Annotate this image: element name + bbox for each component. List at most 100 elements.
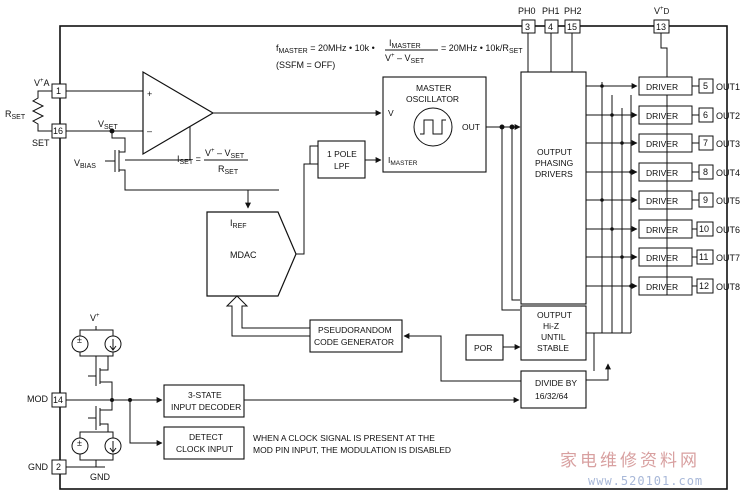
divide-wires: [403, 333, 611, 382]
prng-block: PSEUDORANDOM CODE GENERATOR: [309, 319, 403, 353]
svg-text:PHASING: PHASING: [535, 158, 573, 168]
driver-row-2: DRIVER 6 OUT2: [638, 105, 740, 125]
svg-text:DRIVER: DRIVER: [646, 111, 678, 121]
svg-text:13: 13: [656, 22, 666, 32]
svg-text:2: 2: [56, 462, 61, 472]
svg-text:+: +: [147, 89, 152, 99]
svg-text:11: 11: [699, 252, 708, 262]
driver-row-7: DRIVER 11 OUT7: [638, 247, 740, 267]
svg-text:9: 9: [703, 195, 708, 205]
junction-dots: [600, 84, 633, 288]
svg-text:OUT3: OUT3: [716, 139, 740, 149]
svg-text:OUT4: OUT4: [716, 168, 740, 178]
watermark: 家电维修资料网 www.520101.com: [560, 451, 702, 488]
svg-text:15: 15: [567, 22, 577, 32]
svg-text:CODE GENERATOR: CODE GENERATOR: [314, 337, 394, 347]
driver-row-8: DRIVER 12 OUT8: [638, 276, 740, 296]
svg-text:DRIVER: DRIVER: [646, 82, 678, 92]
lpf-block: 1 POLE LPF: [317, 140, 366, 179]
svg-text:RSET: RSET: [218, 164, 239, 176]
svg-text:PSEUDORANDOM: PSEUDORANDOM: [318, 325, 392, 335]
svg-text:GND: GND: [90, 472, 111, 482]
svg-text:POR: POR: [474, 343, 492, 353]
svg-text:DRIVER: DRIVER: [646, 253, 678, 263]
output-phasing-drivers-block: OUTPUT PHASING DRIVERS: [520, 71, 587, 305]
svg-text:GND: GND: [28, 462, 49, 472]
mdac-block: IREF MDAC: [206, 211, 297, 297]
svg-text:VSET: VSET: [98, 119, 118, 131]
svg-text:OUT: OUT: [462, 122, 480, 132]
svg-text:DRIVER: DRIVER: [646, 282, 678, 292]
fmaster-formula: fMASTER = 20MHz • 10k • IMASTER V+ – VSE…: [276, 38, 523, 70]
svg-text:(SSFM = OFF): (SSFM = OFF): [276, 60, 335, 70]
osc-out-wire: [486, 124, 521, 311]
svg-text:V+D: V+D: [654, 6, 670, 16]
svg-text:12: 12: [699, 281, 709, 291]
driver-rows: DRIVER 5 OUT1 DRIVER 6 OUT2 DRIVER 7 OUT…: [638, 76, 740, 296]
driver-row-5: DRIVER 9 OUT5: [638, 190, 740, 210]
svg-text:OUT6: OUT6: [716, 225, 740, 235]
svg-text:IMASTER: IMASTER: [388, 155, 418, 167]
svg-text:家电维修资料网: 家电维修资料网: [560, 451, 700, 471]
svg-text:V: V: [388, 108, 394, 118]
svg-text:7: 7: [703, 138, 708, 148]
svg-text:LPF: LPF: [334, 161, 350, 171]
svg-text:V+: V+: [90, 313, 100, 323]
chip-outline: [59, 25, 728, 490]
top-pins: PH0 3 PH1 4 PH2 15 V+D 13: [518, 6, 670, 34]
amp-wires: [66, 90, 382, 161]
svg-text:OUT5: OUT5: [716, 196, 740, 206]
detect-block: DETECT CLOCK INPUT: [163, 426, 245, 460]
driver-row-1: DRIVER 5 OUT1: [638, 76, 740, 96]
svg-text:16/32/64: 16/32/64: [535, 391, 568, 401]
svg-text:MOD PIN INPUT, THE MODULATION: MOD PIN INPUT, THE MODULATION IS DISABLE…: [253, 445, 451, 455]
modulation-note: WHEN A CLOCK SIGNAL IS PRESENT AT THE MO…: [253, 433, 451, 455]
svg-text:±: ±: [77, 335, 82, 345]
svg-text:V+A: V+A: [34, 78, 50, 88]
source-symbols: ± ±: [77, 335, 117, 453]
driver-row-6: DRIVER 10 OUT6: [638, 219, 740, 239]
rset-resistor: RSET: [5, 90, 52, 132]
output-hiz-block: OUTPUT Hi-Z UNTIL STABLE: [520, 305, 587, 361]
svg-text:VBIAS: VBIAS: [74, 158, 96, 170]
svg-text:14: 14: [53, 395, 63, 405]
left-pins: V+A 1 SET 16 MOD 14 GND 2: [27, 78, 67, 475]
svg-text:OUT2: OUT2: [716, 111, 740, 121]
svg-text:PH0: PH0: [518, 6, 536, 16]
vbias-transistor: [105, 148, 279, 191]
svg-text:STABLE: STABLE: [537, 343, 569, 353]
svg-text:WHEN A CLOCK SIGNAL IS PRESENT: WHEN A CLOCK SIGNAL IS PRESENT AT THE: [253, 433, 435, 443]
svg-text:1 POLE: 1 POLE: [327, 149, 357, 159]
svg-text:OUTPUT: OUTPUT: [537, 310, 572, 320]
svg-text:OUT7: OUT7: [716, 253, 740, 263]
svg-text:DRIVER: DRIVER: [646, 139, 678, 149]
svg-text:fMASTER = 20MHz • 10k •: fMASTER = 20MHz • 10k •: [276, 43, 375, 55]
svg-text:V+ – VSET: V+ – VSET: [385, 53, 425, 65]
svg-text:DRIVERS: DRIVERS: [535, 169, 573, 179]
divide-block: DIVIDE BY 16/32/64: [520, 370, 587, 409]
svg-text:MDAC: MDAC: [230, 250, 257, 260]
master-oscillator-block: MASTER OSCILLATOR V IMASTER OUT: [382, 76, 487, 173]
svg-text:3-STATE: 3-STATE: [188, 390, 222, 400]
svg-text:UNTIL: UNTIL: [541, 332, 566, 342]
svg-text:MOD: MOD: [27, 394, 48, 404]
driver-row-3: DRIVER 7 OUT3: [638, 133, 740, 153]
svg-text:ISET =: ISET =: [177, 154, 201, 166]
svg-text:DIVIDE BY: DIVIDE BY: [535, 378, 577, 388]
svg-text:PH1: PH1: [542, 6, 560, 16]
svg-text:IREF: IREF: [230, 218, 247, 230]
svg-text:IMASTER: IMASTER: [389, 38, 421, 50]
svg-text:OUT1: OUT1: [716, 82, 740, 92]
svg-text:PH2: PH2: [564, 6, 582, 16]
svg-text:±: ±: [77, 438, 82, 448]
svg-text:OUTPUT: OUTPUT: [537, 147, 572, 157]
svg-text:8: 8: [703, 167, 708, 177]
driver-row-4: DRIVER 8 OUT4: [638, 162, 740, 182]
svg-text:DRIVER: DRIVER: [646, 196, 678, 206]
svg-text:RSET: RSET: [5, 109, 26, 121]
svg-text:5: 5: [703, 81, 708, 91]
svg-text:Hi-Z: Hi-Z: [543, 321, 559, 331]
mod-bias-network: [71, 326, 122, 467]
svg-text:6: 6: [703, 110, 708, 120]
